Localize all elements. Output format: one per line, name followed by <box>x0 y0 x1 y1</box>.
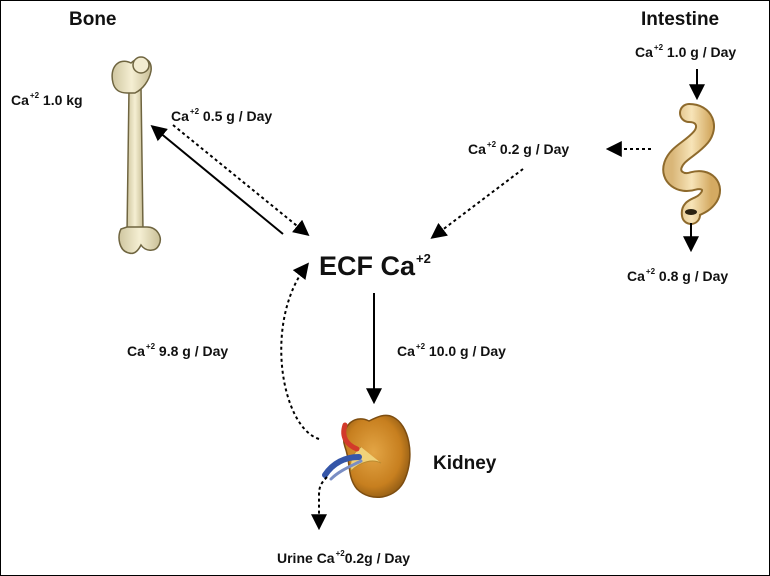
ion-charge: +2 <box>415 342 426 351</box>
ion-symbol: Ca <box>468 141 486 157</box>
ion-symbol: Ca <box>397 343 415 359</box>
ion-symbol: Ca <box>127 343 145 359</box>
arrow-ecf-to-bone <box>150 124 284 235</box>
arrow-reabsorption <box>280 262 320 440</box>
ion-charge: +2 <box>29 91 40 100</box>
bone-store-label: Ca+2 1.0 kg <box>11 91 83 108</box>
flux-arrows <box>150 69 705 531</box>
ion-charge: +2 <box>145 342 156 351</box>
urine-label: Urine Ca+20.2g / Day <box>277 549 410 566</box>
ecf-calcium-base: ECF Ca <box>319 251 416 281</box>
ion-charge: +2 <box>645 267 656 276</box>
ion-charge: +2 <box>486 140 497 149</box>
arrow-bone-to-ecf <box>172 124 310 237</box>
ecf-calcium-label: ECF Ca+2 <box>319 251 431 282</box>
fecal-label: Ca+2 0.8 g / Day <box>627 267 728 284</box>
intake-label: Ca+2 1.0 g / Day <box>635 43 736 60</box>
ion-charge: +2 <box>189 107 200 116</box>
arrow-absorption-to-ecf <box>430 168 524 239</box>
flux-value: 1.0 g / Day <box>663 44 737 60</box>
arrow-urine <box>311 476 328 531</box>
ion-symbol: Ca <box>627 268 645 284</box>
flux-value: 0.8 g / Day <box>655 268 729 284</box>
ion-symbol: Ca <box>171 108 189 124</box>
ion-symbol: Ca <box>316 550 335 566</box>
intestine-image <box>662 103 721 225</box>
flux-value: 1.0 kg <box>39 92 83 108</box>
reabsorption-label: Ca+2 9.8 g / Day <box>127 342 228 359</box>
ion-symbol: Ca <box>11 92 29 108</box>
kidney-image <box>322 414 411 498</box>
filtration-label: Ca+2 10.0 g / Day <box>397 342 506 359</box>
flux-value: 0.2 g / Day <box>496 141 570 157</box>
ion-symbol: Ca <box>635 44 653 60</box>
flux-value: 10.0 g / Day <box>425 343 506 359</box>
bone-flux-label: Ca+2 0.5 g / Day <box>171 107 272 124</box>
ion-charge: +2 <box>653 43 664 52</box>
bone-image <box>111 56 161 255</box>
intestine-label: Intestine <box>641 9 720 30</box>
flux-value: 0.2g / Day <box>344 550 411 566</box>
flux-value: 0.5 g / Day <box>199 108 273 124</box>
bone-label: Bone <box>69 9 117 30</box>
kidney-label: Kidney <box>433 453 497 474</box>
ion-charge: +2 <box>335 549 345 558</box>
flux-value: 9.8 g / Day <box>155 343 229 359</box>
urine-prefix: Urine <box>277 550 317 566</box>
absorption-label: Ca+2 0.2 g / Day <box>468 140 569 157</box>
ecf-calcium-charge: +2 <box>416 251 431 266</box>
